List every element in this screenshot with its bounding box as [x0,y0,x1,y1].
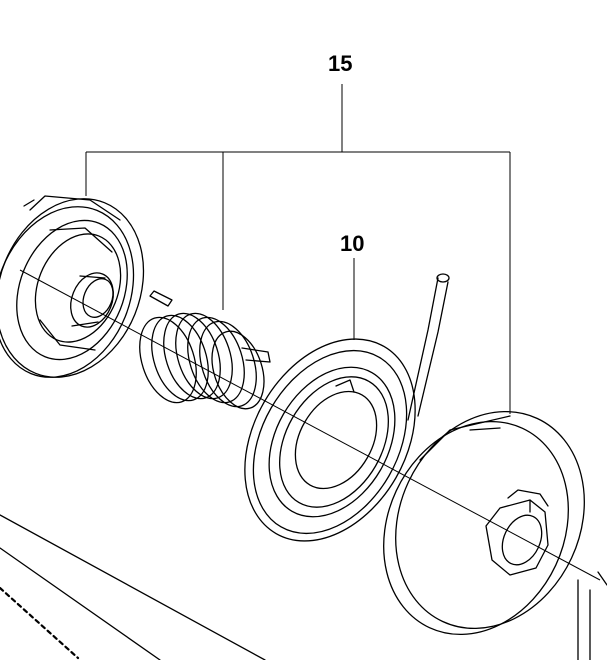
leader-lines-15 [85,84,511,414]
callout-label-15: 15 [328,51,353,76]
rope-drum [383,410,585,636]
coil-spring [139,312,271,410]
pin [149,290,173,307]
spiral-spring [244,273,450,542]
assembly-axis [19,269,601,581]
housing-outline [0,514,607,660]
starter-pulley [0,195,145,378]
callout-label-10: 10 [340,231,365,256]
